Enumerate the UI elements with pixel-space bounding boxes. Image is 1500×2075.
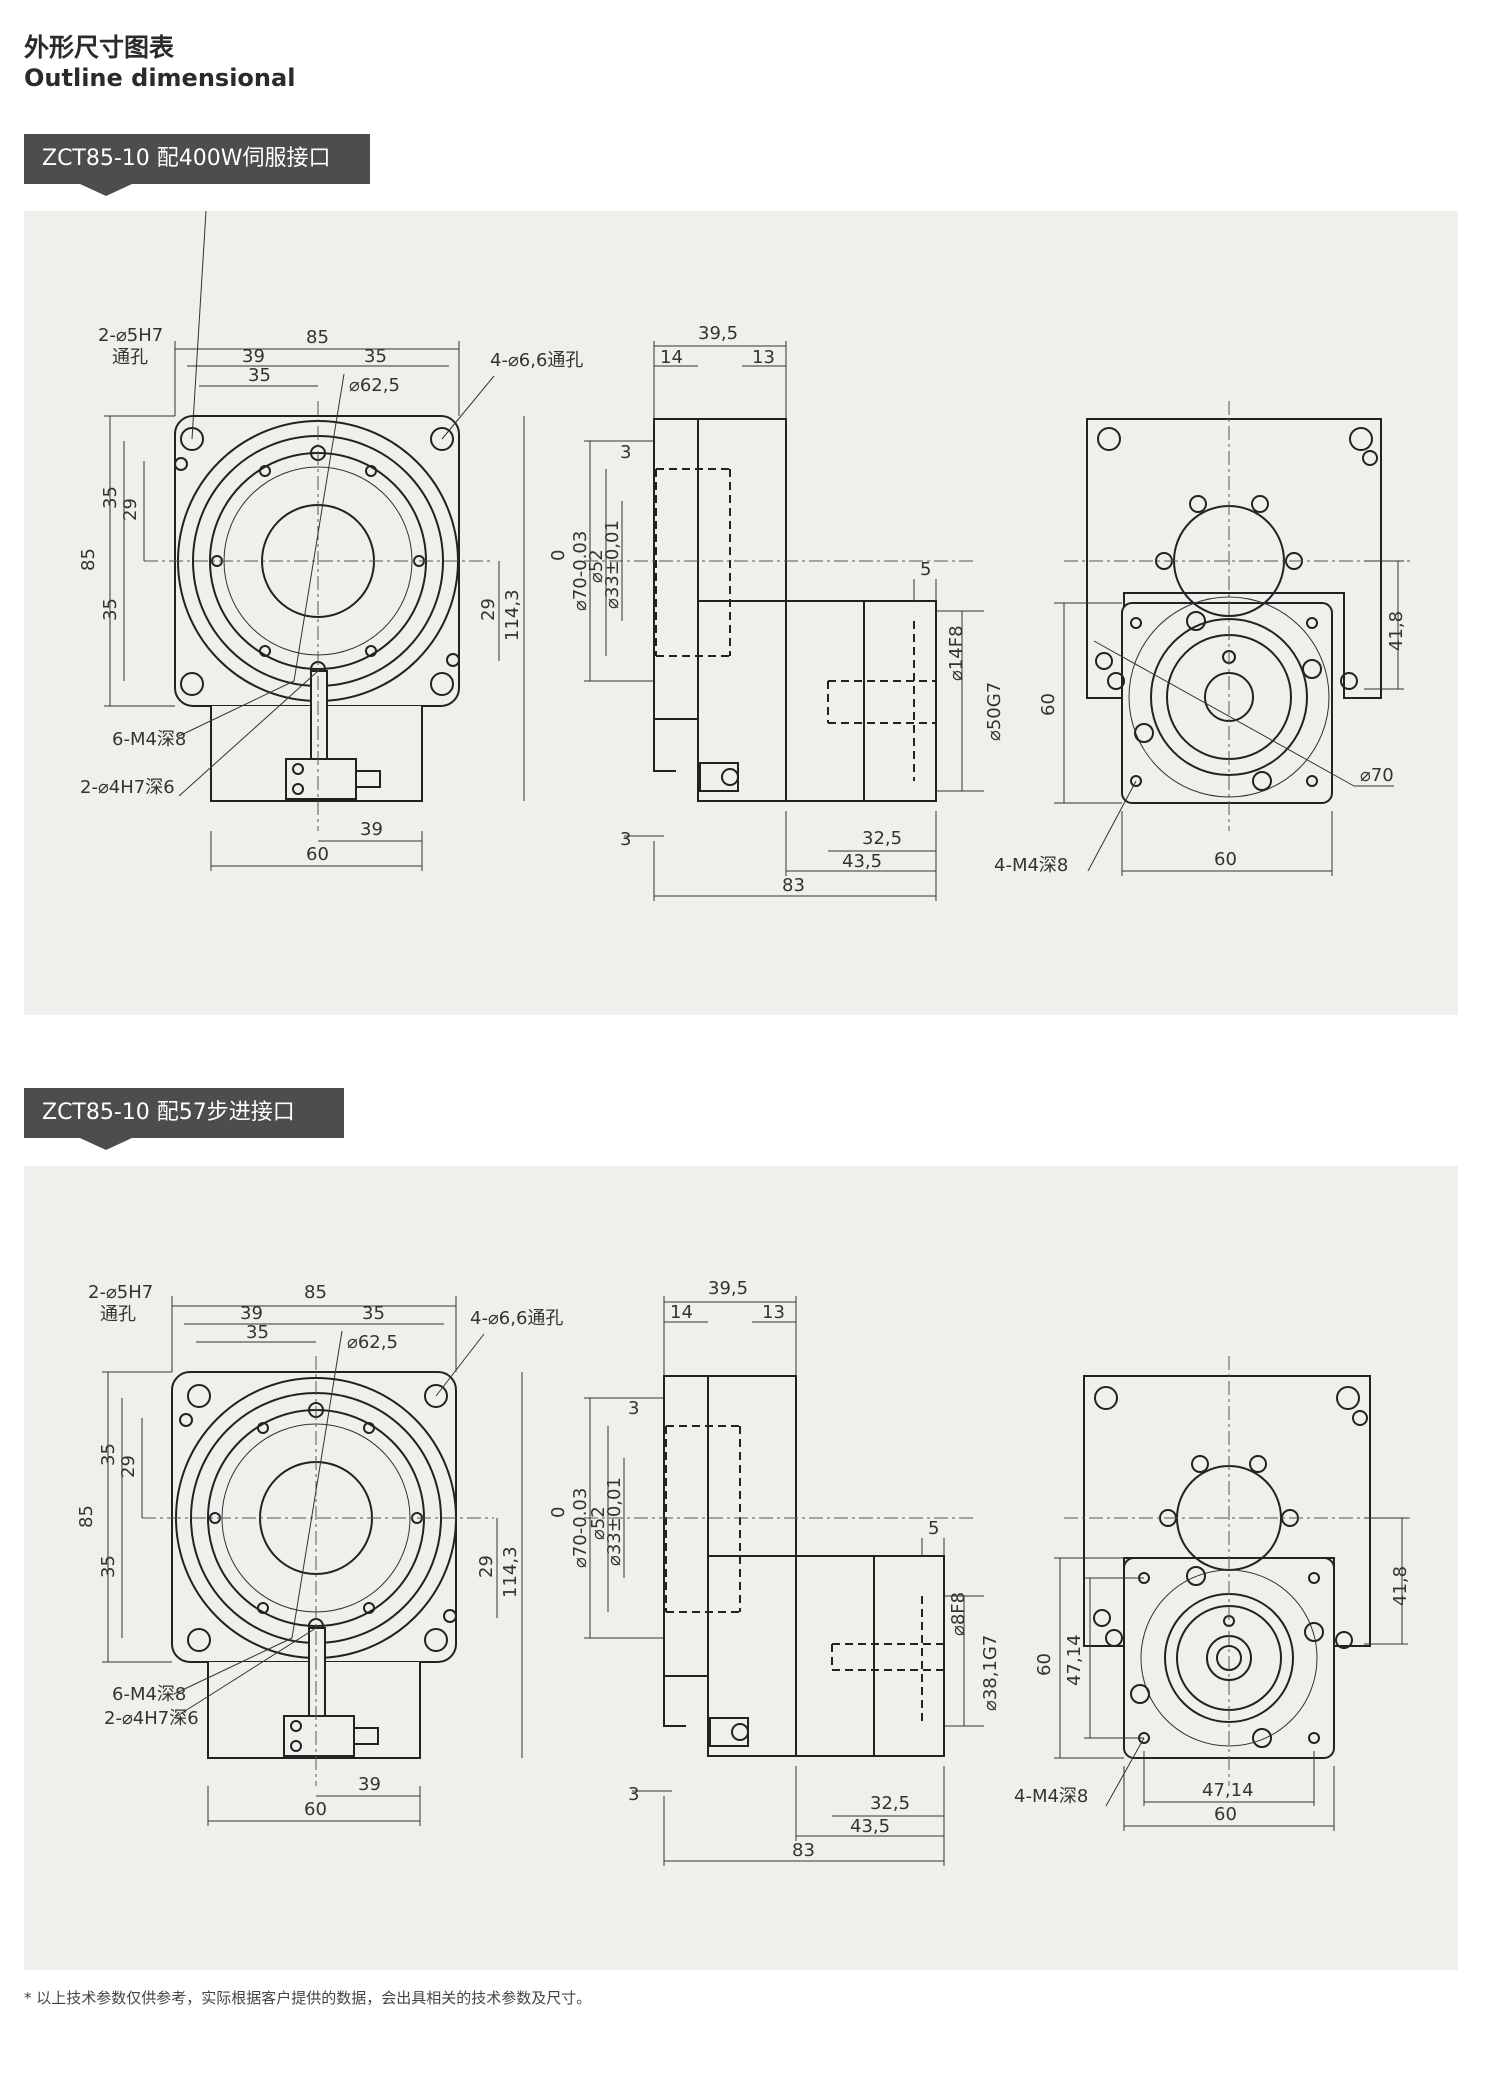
dim-w83-2: 83 xyxy=(792,1840,815,1861)
dim-w395-2: 39,5 xyxy=(708,1278,748,1299)
dim-w39b-2: 39 xyxy=(358,1774,381,1795)
rear-view: 41,8 60 ⌀70 4-M4深8 60 xyxy=(994,401,1414,876)
dim-d3b-2: 3 xyxy=(628,1784,639,1805)
page-title-en: Outline dimensional xyxy=(24,64,296,92)
dim-d33: ⌀33±0,01 xyxy=(602,520,623,609)
dim-w39b: 39 xyxy=(360,819,383,840)
dim-w39: 39 xyxy=(242,346,265,367)
label-hole-note2: 通孔 xyxy=(112,347,148,368)
dim-h1143-2: 114,3 xyxy=(500,1546,521,1598)
side-view-2: 39,5 14 13 3 0 ⌀70-0.03 ⌀52 ⌀33±0,01 5 ⌀… xyxy=(548,1278,1001,1866)
dim-shaft-2: ⌀8F8 xyxy=(948,1592,969,1636)
dim-d3a: 3 xyxy=(620,442,631,463)
dim-d5-2: 5 xyxy=(928,1518,939,1539)
dim-h1143: 114,3 xyxy=(502,589,523,641)
dim-w35a-2: 35 xyxy=(362,1303,385,1324)
dim-h418-2: 41,8 xyxy=(1390,1566,1411,1606)
dim-d5: 5 xyxy=(920,559,931,580)
dim-w325: 32,5 xyxy=(862,828,902,849)
dim-h60: 60 xyxy=(1038,693,1059,716)
dim-w14: 14 xyxy=(660,347,683,368)
dim-shaft: ⌀14F8 xyxy=(946,625,967,681)
front-view: 2-⌀5H7 通孔 85 39 35 35 ⌀62,5 4-⌀6,6通孔 85 … xyxy=(78,211,583,871)
label-hole-note2-2: 通孔 xyxy=(100,1304,136,1325)
dim-w85-2: 85 xyxy=(304,1282,327,1303)
dim-w39-2: 39 xyxy=(240,1303,263,1324)
front-view-2: 2-⌀5H7 通孔 85 39 35 35 ⌀62,5 4-⌀6,6通孔 85 … xyxy=(76,1282,563,1826)
dim-w85: 85 xyxy=(306,327,329,348)
label-m4-2: 6-M4深8 xyxy=(112,1684,186,1705)
dim-h29a: 29 xyxy=(120,498,141,521)
dim-h35b: 35 xyxy=(100,598,121,621)
label-hole-note-2: 2-⌀5H7 xyxy=(88,1282,153,1303)
dim-d52: ⌀52 xyxy=(586,549,607,583)
label-pin: 2-⌀4H7深6 xyxy=(80,777,175,798)
drawing-panel-servo: 2-⌀5H7 通孔 85 39 35 35 ⌀62,5 4-⌀6,6通孔 85 … xyxy=(24,211,1458,1015)
dim-h29a-2: 29 xyxy=(118,1455,139,1478)
dim-h418: 41,8 xyxy=(1386,611,1407,651)
dim-d70-2: ⌀70-0.03 xyxy=(570,1488,591,1568)
dim-h29b-2: 29 xyxy=(476,1555,497,1578)
section-tag-stepper: ZCT85-10 配57步进接口 xyxy=(24,1088,344,1150)
dim-rear-w60-2: 60 xyxy=(1214,1804,1237,1825)
dim-pilot-2: ⌀38,1G7 xyxy=(980,1635,1001,1711)
dim-d33-2: ⌀33±0,01 xyxy=(604,1477,625,1566)
dim-w83: 83 xyxy=(782,875,805,896)
dim-w60-2: 60 xyxy=(304,1799,327,1820)
dim-w13: 13 xyxy=(752,347,775,368)
dim-h35b-2: 35 xyxy=(98,1555,119,1578)
dim-d3b: 3 xyxy=(620,829,631,850)
dim-w435: 43,5 xyxy=(842,851,882,872)
dim-w13-2: 13 xyxy=(762,1302,785,1323)
dim-h85-2: 85 xyxy=(76,1505,97,1528)
dim-d70: ⌀70-0.03 xyxy=(570,531,591,611)
dim-h85: 85 xyxy=(78,548,99,571)
dim-rear-w60: 60 xyxy=(1214,849,1237,870)
dim-d0-2: 0 xyxy=(548,1507,569,1518)
label-rear-m4-2: 4-M4深8 xyxy=(1014,1786,1088,1807)
dim-w60: 60 xyxy=(306,844,329,865)
rear-view-2: 41,8 60 47,14 4-M4深8 47,14 60 xyxy=(1014,1356,1414,1831)
label-hole-note: 2-⌀5H7 xyxy=(98,325,163,346)
dim-d625: ⌀62,5 xyxy=(349,375,400,396)
dim-d625-2: ⌀62,5 xyxy=(347,1332,398,1353)
dim-w435-2: 43,5 xyxy=(850,1816,890,1837)
dim-w35b-2: 35 xyxy=(246,1322,269,1343)
dim-h35a: 35 xyxy=(100,486,121,509)
label-thru-2: 4-⌀6,6通孔 xyxy=(470,1308,563,1329)
label-thru: 4-⌀6,6通孔 xyxy=(490,350,583,371)
page-title-cn: 外形尺寸图表 xyxy=(24,33,175,62)
dim-w14-2: 14 xyxy=(670,1302,693,1323)
label-rear-m4: 4-M4深8 xyxy=(994,855,1068,876)
dim-w395: 39,5 xyxy=(698,323,738,344)
drawing-servo: 2-⌀5H7 通孔 85 39 35 35 ⌀62,5 4-⌀6,6通孔 85 … xyxy=(78,211,1414,901)
dim-bolt: ⌀70 xyxy=(1360,765,1394,786)
footnote: * 以上技术参数仅供参考，实际根据客户提供的数据，会出具相关的技术参数及尺寸。 xyxy=(24,1989,592,2007)
dim-d52-2: ⌀52 xyxy=(588,1506,609,1540)
label-pin-2: 2-⌀4H7深6 xyxy=(104,1708,199,1729)
dim-h29b: 29 xyxy=(478,598,499,621)
drawing-panel-stepper: 2-⌀5H7 通孔 85 39 35 35 ⌀62,5 4-⌀6,6通孔 85 … xyxy=(24,1166,1458,1970)
dim-h35a-2: 35 xyxy=(98,1443,119,1466)
dim-d0: 0 xyxy=(548,550,569,561)
label-m4: 6-M4深8 xyxy=(112,729,186,750)
section-tag-servo: ZCT85-10 配400W伺服接口 xyxy=(24,134,370,196)
dim-pilot: ⌀50G7 xyxy=(984,682,1005,741)
dim-h60-2: 60 xyxy=(1034,1653,1055,1676)
dim-h4714-2: 47,14 xyxy=(1064,1634,1085,1686)
dim-w35a: 35 xyxy=(364,346,387,367)
side-view: 39,5 14 13 3 0 ⌀70-0.03 ⌀52 ⌀33±0,01 5 ⌀… xyxy=(548,323,1005,901)
dim-rear-w4714-2: 47,14 xyxy=(1202,1780,1254,1801)
dim-w325-2: 32,5 xyxy=(870,1793,910,1814)
dim-d3a-2: 3 xyxy=(628,1398,639,1419)
dim-w35b: 35 xyxy=(248,365,271,386)
drawing-stepper: 2-⌀5H7 通孔 85 39 35 35 ⌀62,5 4-⌀6,6通孔 85 … xyxy=(76,1278,1414,1866)
